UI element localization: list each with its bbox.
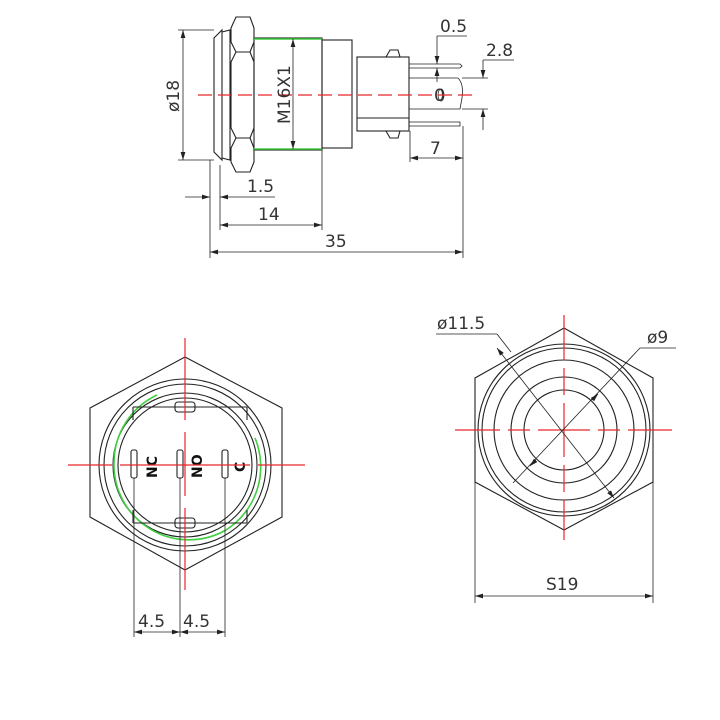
side-view: 0 ø18 M16X1 0.5 2.8 7 1.5 14 [164, 16, 514, 258]
label-nc: NC [145, 456, 161, 478]
terminal-block [356, 56, 410, 132]
pins [409, 63, 463, 127]
dim-pitch-left: 4.5 [138, 612, 165, 632]
front-view: ø11.5 ø9 S19 [436, 314, 676, 603]
dim-total: 35 [325, 232, 347, 252]
dim-thread: M16X1 [275, 65, 295, 124]
thread-arc [113, 394, 227, 541]
rear-body [321, 39, 353, 149]
dim-pin-width: 2.8 [486, 41, 513, 61]
label-c: C [233, 462, 249, 472]
pin-no [176, 449, 184, 479]
dim-diameter: ø18 [164, 80, 184, 112]
label-no: NO [190, 454, 206, 478]
dim-pitch-right: 4.5 [183, 612, 210, 632]
rear-view: NC NO C 4.5 4.5 [68, 338, 305, 637]
dim-outer-ring: ø11.5 [437, 314, 485, 334]
nut [230, 16, 255, 173]
dim-body: 14 [258, 205, 280, 225]
dim-lens: ø9 [647, 328, 668, 348]
dim-hex: S19 [546, 575, 578, 595]
pin-c [221, 449, 229, 479]
dim-pin-length: 7 [430, 139, 441, 159]
dim-flange: 1.5 [247, 177, 274, 197]
pin-nc [130, 449, 138, 479]
dim-pin-thickness: 0.5 [440, 17, 467, 37]
hex-nut [89, 356, 283, 571]
hole-label: 0 [434, 86, 445, 106]
